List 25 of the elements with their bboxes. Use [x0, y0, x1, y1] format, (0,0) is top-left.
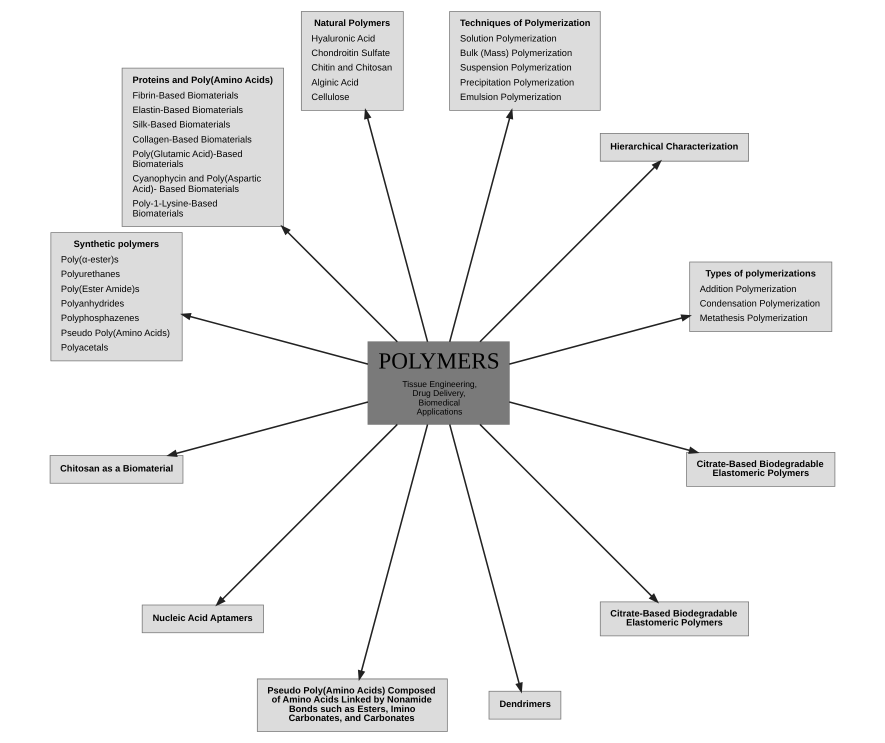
node-box: Nucleic Acid Aptamers	[142, 604, 264, 634]
arrow	[166, 401, 368, 457]
arrow	[358, 424, 428, 682]
node-box: Synthetic polymers Poly(α-ester)s Polyurethanes Poly(Ester Amide)s Polyanhydrides Polyphosphazenes Pseudo Poly(Amino Acids) Polyacetals	[50, 232, 183, 362]
node-box: Citrate-Based Biodegradable Elastomeric Polymers	[600, 602, 749, 636]
node-box: Pseudo Poly(Amino Acids) Composed of Amino Acids Linked by Nonamide Bonds such as Esters, Imino Carbonates, and Carbonates	[256, 678, 448, 732]
node-box: Proteins and Poly(Amino Acids) Fibrin-Based Biomaterials Elastin-Based Biomaterials Silk-Based Biomaterials Collagen-Based Biomaterials Poly(Glutamic Acid)-Based Biomaterials Cyanophycin and Poly(Aspartic Acid)- Based Biomaterials Poly-1-Lysine-Based Biomaterials	[122, 68, 284, 227]
node-box: Citrate-Based Biodegradable Elastomeric Polymers	[686, 452, 836, 487]
arrow	[449, 108, 514, 342]
arrow	[509, 314, 692, 365]
node-box: Chitosan as a Biomaterial	[50, 455, 184, 484]
arrow	[280, 224, 398, 342]
arrow	[364, 108, 428, 342]
node-box: Hierarchical Characterization	[600, 133, 749, 162]
node-box: Types of polymerizations Addition Polymerization Condensation Polymerization Metathesis Polymerization	[689, 262, 832, 332]
node-box: POLYMERS Tissue Engineering, Drug Delivery, Biomedical Applications	[368, 341, 510, 425]
node-box: Natural Polymers Hyaluronic Acid Chondroitin Sulfate Chitin and Chitosan Alginic Acid Cellulose	[300, 11, 404, 111]
arrow	[180, 312, 368, 365]
arrow	[479, 160, 662, 342]
node-box: Techniques of Polymerization Solution Polymerization Bulk (Mass) Polymerization Suspension Polymerization Precipitation Polymerization Emulsion Polymerization	[449, 11, 601, 111]
arrow	[449, 424, 523, 694]
node-box: Dendrimers	[488, 690, 562, 720]
arrow	[479, 424, 659, 604]
arrow	[215, 424, 398, 606]
arrow	[509, 401, 700, 454]
